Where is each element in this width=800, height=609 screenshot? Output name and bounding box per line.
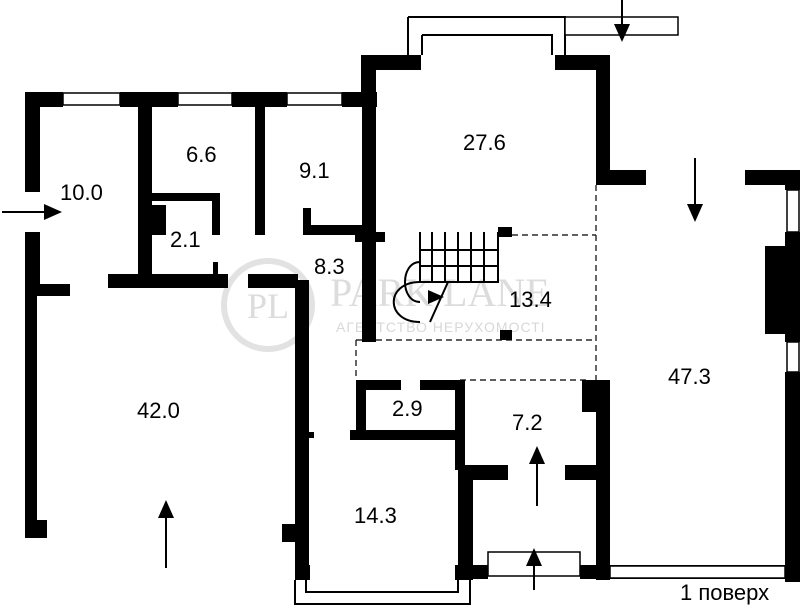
watermark-ring bbox=[221, 258, 315, 352]
arrow-right-icon bbox=[2, 204, 62, 220]
room-area-label: 6.6 bbox=[186, 142, 217, 167]
arrow-up-icon bbox=[529, 446, 545, 506]
entrance-arrows bbox=[2, 0, 703, 590]
room-area-label: 13.4 bbox=[509, 287, 552, 312]
room-area-label: 2.1 bbox=[170, 227, 201, 252]
staircase bbox=[392, 232, 499, 323]
room-area-label: 27.6 bbox=[463, 130, 506, 155]
room-area-label: 42.0 bbox=[137, 398, 180, 423]
room-area-label: 47.3 bbox=[668, 364, 711, 389]
stair-arrow-icon bbox=[428, 290, 444, 304]
floor-label: 1 поверх bbox=[680, 580, 769, 605]
arrow-up-icon bbox=[526, 548, 542, 590]
arrow-down-icon bbox=[687, 158, 703, 222]
room-area-label: 8.3 bbox=[314, 254, 345, 279]
room-area-label: 7.2 bbox=[512, 410, 543, 435]
interior-walls bbox=[108, 92, 512, 470]
room-area-label: 10.0 bbox=[60, 180, 103, 205]
watermark-logo: PL bbox=[247, 286, 289, 326]
room-area-label: 14.3 bbox=[354, 503, 397, 528]
arrow-up-icon bbox=[158, 500, 174, 568]
room-labels: 10.0 6.6 9.1 2.1 8.3 27.6 13.4 47.3 42.0… bbox=[60, 130, 711, 528]
dashed-boundaries bbox=[355, 185, 597, 381]
room-area-label: 2.9 bbox=[392, 396, 423, 421]
watermark-tagline: АГЕНТСТВО НЕРУХОМОСТІ bbox=[336, 319, 546, 335]
arrow-down-icon bbox=[614, 0, 630, 42]
room-area-label: 9.1 bbox=[299, 158, 330, 183]
